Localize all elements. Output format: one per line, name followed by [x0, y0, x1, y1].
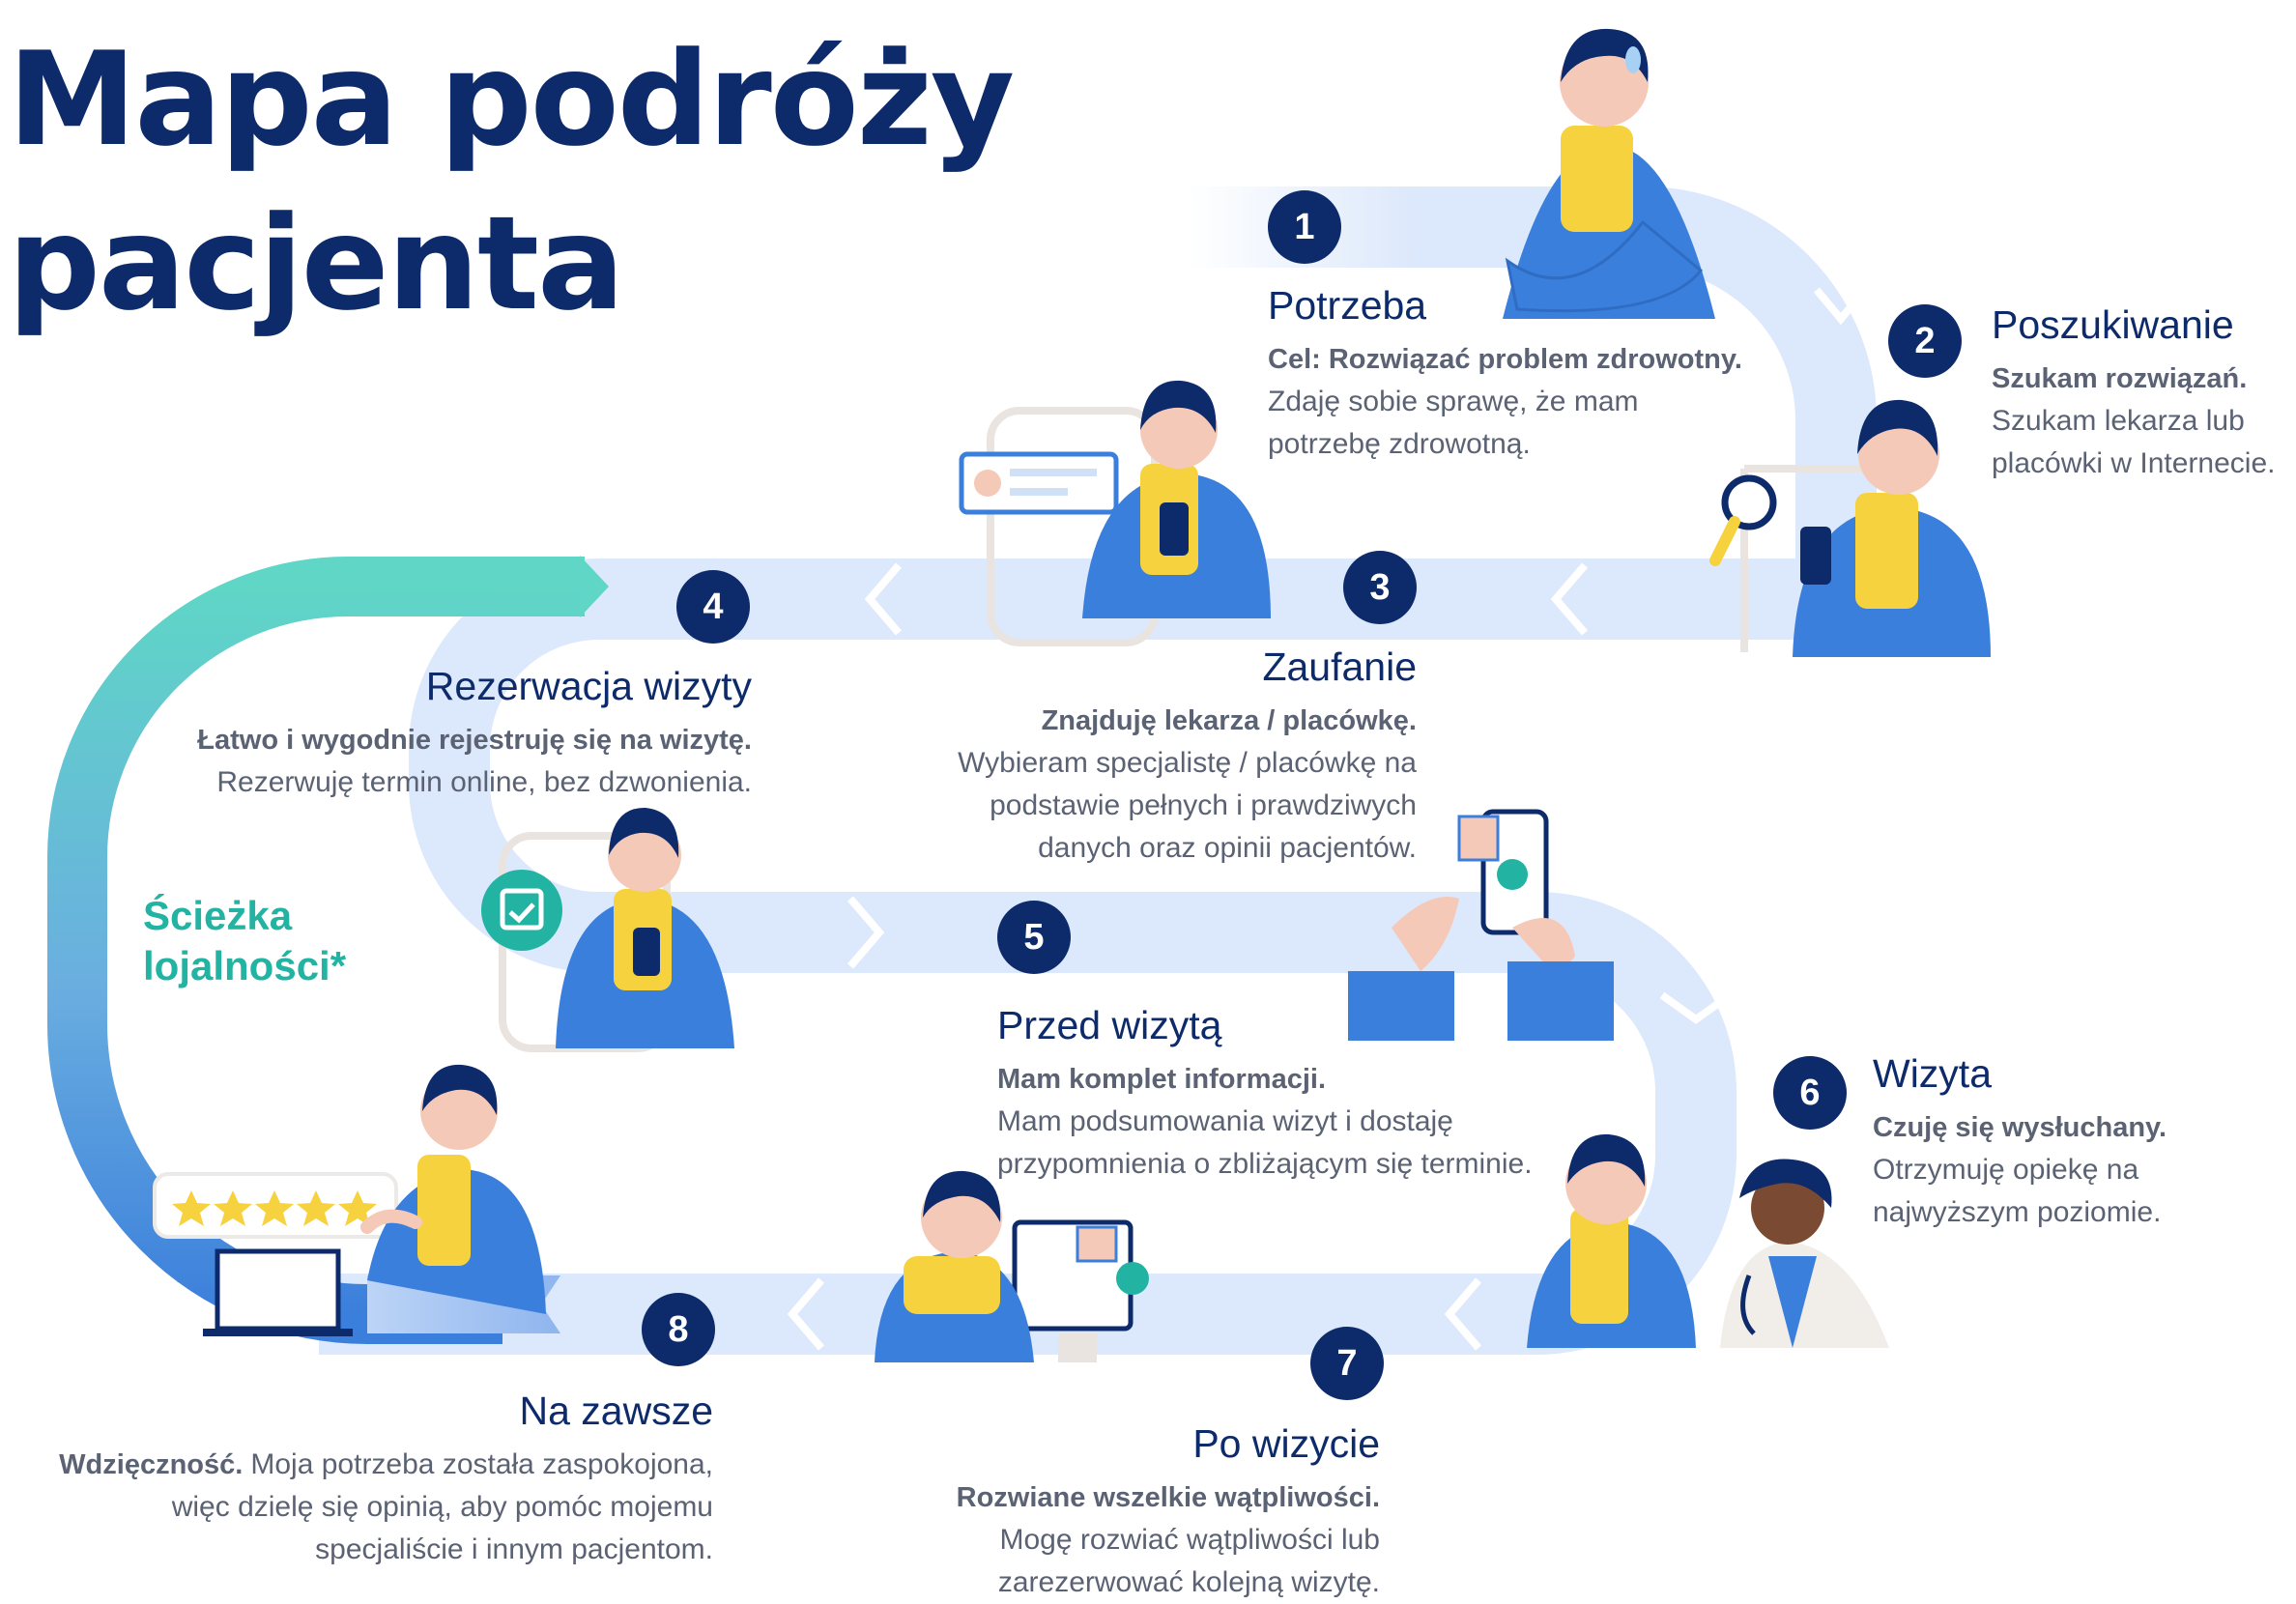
patient-figure-before-visit — [1348, 809, 1614, 1041]
step-6-badge: 6 — [1773, 1056, 1847, 1130]
loyalty-path-label: Ścieżka lojalności* — [143, 893, 347, 988]
step-8-goal: Wdzięczność. — [59, 1449, 251, 1480]
step-2-search: Poszukiwanie Szukam rozwiązań. Szukam le… — [1992, 301, 2275, 485]
step-6-goal: Czuję się wysłuchany. — [1873, 1112, 2167, 1143]
step-3-goal: Znajduję lekarza / placówkę. — [1041, 705, 1417, 736]
step-5-description: Mam podsumowania wizyt i dostaję przypom… — [997, 1105, 1533, 1180]
title-line-2: pacjenta — [8, 188, 624, 339]
step-6-visit: Wizyta Czuję się wysłuchany. Otrzymuję o… — [1873, 1050, 2167, 1234]
step-7-label: Po wizycie — [1192, 1421, 1380, 1466]
step-5-before-visit: Przed wizytą Mam komplet informacji. Mam… — [997, 1002, 1533, 1186]
step-1-need: Potrzeba Cel: Rozwiązać problem zdrowotn… — [1268, 282, 1742, 466]
step-3-label: Zaufanie — [1262, 644, 1417, 689]
patient-figure-need — [1503, 28, 1715, 319]
title-line-1: Mapa podróży — [8, 24, 1015, 175]
step-2-label: Poszukiwanie — [1992, 302, 2234, 347]
step-4-badge: 4 — [676, 570, 750, 644]
step-1-description: Zdaję sobie sprawę, że mam potrzebę zdro… — [1268, 386, 1639, 460]
step-4-description: Rezerwuję termin online, bez dzwonienia. — [216, 766, 752, 798]
step-4-booking: Rezerwacja wizyty Łatwo i wygodnie rejes… — [197, 663, 752, 804]
step-5-goal: Mam komplet informacji. — [997, 1064, 1327, 1095]
step-4-goal: Łatwo i wygodnie rejestruję się na wizyt… — [197, 725, 752, 756]
step-6-label: Wizyta — [1873, 1051, 1992, 1096]
patient-figure-trust — [959, 380, 1271, 618]
step-3-badge: 3 — [1343, 551, 1417, 624]
step-8-forever: Na zawsze Wdzięczność. Moja potrzeba zos… — [0, 1388, 713, 1571]
step-6-description: Otrzymuję opiekę na najwyższym poziomie. — [1873, 1154, 2162, 1228]
page-title: Mapa podróży pacjenta — [8, 17, 1015, 346]
road-chevrons — [787, 287, 1869, 1351]
step-7-description: Mogę rozwiać wątpliwości lub zarezerwowa… — [997, 1524, 1380, 1598]
step-8-badge: 8 — [642, 1293, 715, 1366]
patient-figure-visit — [1527, 1133, 1889, 1348]
step-2-goal: Szukam rozwiązań. — [1992, 363, 2248, 394]
step-5-badge: 5 — [997, 901, 1071, 974]
step-4-label: Rezerwacja wizyty — [425, 664, 752, 708]
step-1-badge: 1 — [1268, 190, 1341, 264]
step-7-badge: 7 — [1310, 1327, 1384, 1400]
step-8-description: Moja potrzeba została zaspokojona, więc … — [171, 1448, 713, 1565]
step-7-goal: Rozwiane wszelkie wątpliwości. — [956, 1482, 1380, 1513]
step-1-goal: Cel: Rozwiązać problem zdrowotny. — [1268, 344, 1742, 375]
step-2-badge: 2 — [1888, 304, 1962, 378]
rating-stars — [172, 1190, 377, 1226]
step-5-label: Przed wizytą — [997, 1003, 1222, 1047]
step-3-description: Wybieram specjalistę / placówkę na podst… — [958, 747, 1417, 864]
patient-figure-after-visit — [875, 1170, 1149, 1362]
step-3-trust: Zaufanie Znajduję lekarza / placówkę. Wy… — [958, 644, 1417, 870]
step-2-description: Szukam lekarza lub placówki w Internecie… — [1992, 405, 2276, 479]
step-8-label: Na zawsze — [519, 1389, 713, 1433]
step-1-label: Potrzeba — [1268, 283, 1427, 328]
patient-figure-forever — [153, 1064, 560, 1336]
step-7-after-visit: Po wizycie Rozwiane wszelkie wątpliwości… — [957, 1420, 1380, 1604]
patient-figure-booking — [481, 807, 734, 1048]
patient-figure-search — [1709, 399, 1991, 657]
